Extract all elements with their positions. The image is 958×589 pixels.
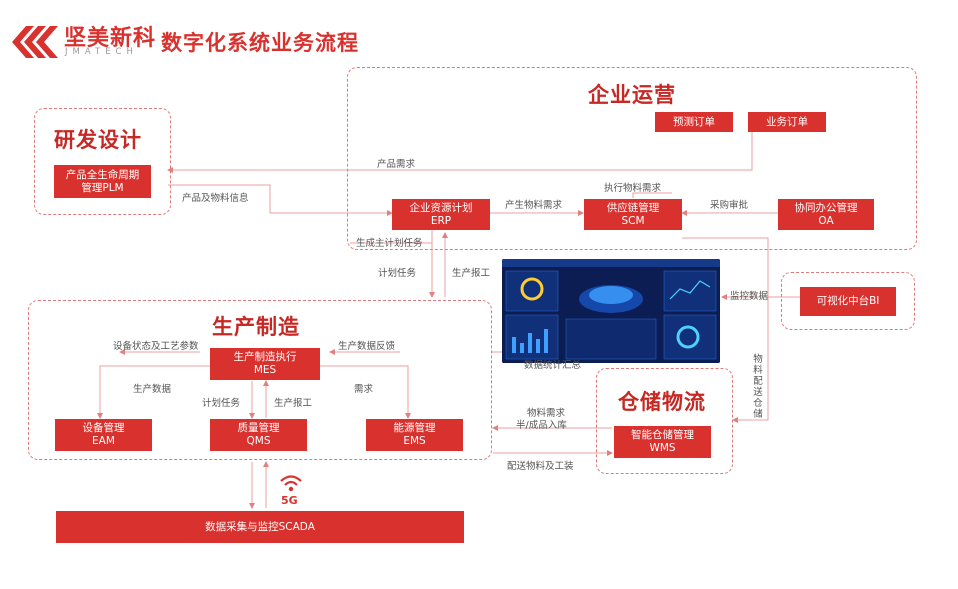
bi-region [781,272,915,330]
erp-line1: 企业资源计划 [409,201,473,214]
brand-name: 坚美新科 [64,26,157,51]
bi-label: 可视化中台BI [816,295,880,307]
label-deliver-material-tools: 配送物料及工装 [507,461,574,472]
oa-line2: OA [818,214,834,227]
plm-box[interactable]: 产品全生命周期 管理PLM [54,165,151,198]
label-semi-finished-storage: 半/成品入库 [516,420,567,431]
label-plan-task-mes: 计划任务 [202,398,241,409]
eam-line2: EAM [92,435,115,447]
label-production-report: 生产报工 [452,268,491,279]
mes-box[interactable]: 生产制造执行 MES [210,348,320,380]
label-equip-status: 设备状态及工艺参数 [113,341,199,352]
qms-line2: QMS [246,435,271,447]
erp-box[interactable]: 企业资源计划 ERP [392,199,490,230]
plm-line2: 管理PLM [81,181,124,194]
mes-line1: 生产制造执行 [233,351,297,363]
label-data-stats: 数据统计汇总 [524,360,582,371]
label-purchase-approval: 采购审批 [710,200,749,211]
section-enterprise-title: 企业运营 [588,83,676,107]
enterprise-region [347,67,917,250]
label-material-delivery-storage: 物料配送仓储 [753,354,763,420]
section-warehouse-title: 仓储物流 [618,390,706,414]
jmatech-logo-icon [12,26,58,58]
fiveg-label: 5G [281,494,298,507]
production-region [28,300,492,460]
scm-line2: SCM [621,214,645,227]
ems-line2: EMS [403,435,426,447]
label-material-demand: 物料需求 [527,408,566,419]
qms-line1: 质量管理 [237,422,280,434]
label-monitor-data: 监控数据 [730,291,769,302]
eam-line1: 设备管理 [82,422,125,434]
label-product-demand: 产品需求 [377,159,416,170]
eam-box[interactable]: 设备管理 EAM [55,419,152,451]
forecast-order-box[interactable]: 预测订单 [655,112,733,132]
scm-line1: 供应链管理 [606,201,660,214]
mes-line2: MES [253,364,277,376]
label-production-data: 生产数据 [133,384,172,395]
wms-line1: 智能仓储管理 [631,429,694,441]
warehouse-region [596,368,733,474]
business-order-box[interactable]: 业务订单 [748,112,826,132]
scada-box[interactable]: 数据采集与监控SCADA [56,511,464,543]
page-title: 数字化系统业务流程 [161,31,359,55]
scm-box[interactable]: 供应链管理 SCM [584,199,682,230]
dashboard-preview-image [502,259,720,363]
plm-line1: 产品全生命周期 [65,168,140,181]
bi-box[interactable]: 可视化中台BI [800,287,896,316]
rnd-region [34,108,171,215]
wms-box[interactable]: 智能仓储管理 WMS [614,426,711,458]
label-exec-material-demand: 执行物料需求 [604,183,662,194]
label-product-material-info: 产品及物料信息 [182,193,249,204]
label-plan-task: 计划任务 [378,268,417,279]
erp-line2: ERP [430,214,452,227]
label-production-feedback: 生产数据反馈 [338,341,396,352]
ems-line1: 能源管理 [393,422,436,434]
label-master-plan: 生成主计划任务 [356,238,423,249]
label-production-material-demand: 产生物料需求 [505,200,563,211]
wifi-signal-icon [280,475,302,492]
qms-box[interactable]: 质量管理 QMS [210,419,307,451]
wms-line2: WMS [649,442,676,454]
section-rnd-title: 研发设计 [54,128,142,152]
scada-label: 数据采集与监控SCADA [205,520,315,533]
forecast-order-label: 预测订单 [673,115,715,128]
oa-box[interactable]: 协同办公管理 OA [778,199,874,230]
label-demand: 需求 [354,384,374,395]
oa-line1: 协同办公管理 [794,201,858,214]
business-order-label: 业务订单 [766,115,808,128]
label-production-report-mes: 生产报工 [274,398,313,409]
brand-subtitle: JMATECH [65,47,138,57]
ems-box[interactable]: 能源管理 EMS [366,419,463,451]
section-production-title: 生产制造 [212,315,300,339]
